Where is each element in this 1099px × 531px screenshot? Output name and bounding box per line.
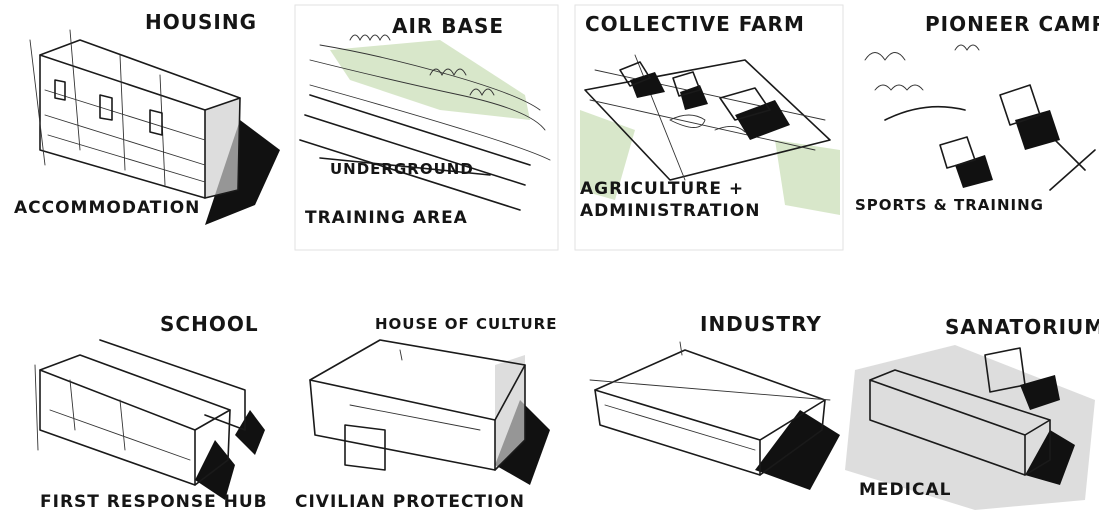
panel-title-housing: HOUSING xyxy=(145,10,257,34)
panel-title-air-base: AIR BASE xyxy=(392,14,505,38)
sketch-panel-industry: INDUSTRY xyxy=(570,270,840,525)
sketch-panel-air-base: AIR BASE UNDERGROUND TRAINING AREA xyxy=(290,0,560,255)
collective-farm-sketch xyxy=(574,4,844,251)
panel-function-pioneer-camp: SPORTS & TRAINING xyxy=(855,196,1044,214)
panel-function-housing: ACCOMMODATION xyxy=(14,198,201,218)
panel-function-sanatorium: MEDICAL xyxy=(859,480,952,500)
housing-sketch xyxy=(29,29,280,225)
air-base-sketch xyxy=(294,4,559,251)
sketch-panel-sanatorium: SANATORIUM MEDICAL xyxy=(835,270,1099,525)
sketch-panel-housing: HOUSING ACCOMMODATION xyxy=(0,0,280,255)
industry-sketch xyxy=(589,341,840,490)
panel-title-house-of-culture: HOUSE OF CULTURE xyxy=(375,315,558,333)
panel-title-school: SCHOOL xyxy=(160,312,259,336)
sketch-panel-school: SCHOOL FIRST RESPONSE HUB xyxy=(0,270,270,525)
house-of-culture-sketch xyxy=(309,339,550,485)
sketch-panel-house-of-culture: HOUSE OF CULTURE CIVILIAN PROTECTION xyxy=(290,270,560,525)
school-sketch xyxy=(34,339,265,500)
panel-title-sanatorium: SANATORIUM xyxy=(945,315,1099,339)
panel-function-collective-farm: AGRICULTURE + ADMINISTRATION xyxy=(580,179,761,221)
panel-function-house-of-culture: CIVILIAN PROTECTION xyxy=(295,492,526,512)
sketch-panel-collective-farm: COLLECTIVE FARM AGRICULTURE + ADMINISTRA… xyxy=(574,0,845,255)
sanatorium-sketch xyxy=(845,345,1095,510)
panel-title-pioneer-camp: PIONEER CAMP xyxy=(925,12,1099,36)
sketch-panel-pioneer-camp: PIONEER CAMP SPORTS & TRAINING xyxy=(835,0,1099,255)
panel-label-underground: UNDERGROUND xyxy=(330,160,474,178)
panel-function-air-base: TRAINING AREA xyxy=(305,208,468,228)
panel-function-school: FIRST RESPONSE HUB xyxy=(40,492,268,512)
panel-title-industry: INDUSTRY xyxy=(700,312,822,336)
panel-title-collective-farm: COLLECTIVE FARM xyxy=(585,12,805,36)
pioneer-camp-sketch xyxy=(864,44,1096,191)
